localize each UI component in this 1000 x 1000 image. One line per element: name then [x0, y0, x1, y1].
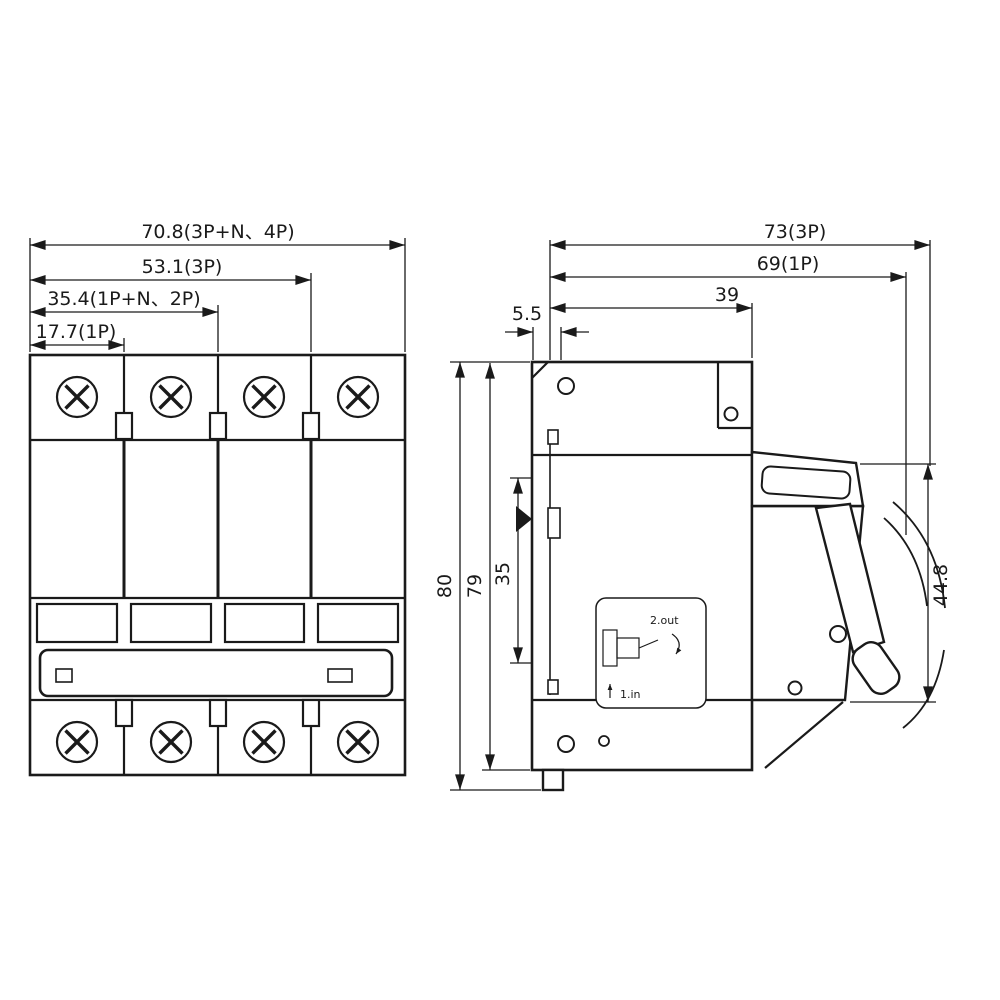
- toggle-knob: [851, 641, 901, 695]
- mount-hole: [557, 377, 575, 395]
- dim-height-total-label: 80: [434, 574, 456, 598]
- terminal-clamp: [301, 698, 321, 728]
- dim-height-body: [482, 363, 530, 771]
- dim-height-total: [450, 361, 541, 791]
- mount-instruction-label: 2.out 1.in: [595, 597, 707, 709]
- front-view: [28, 353, 407, 777]
- dim-rail-recess-label: 35: [492, 562, 514, 586]
- dim-rail-step-label: 5.5: [512, 303, 542, 325]
- front-bottom-terminals: [55, 698, 380, 775]
- dim-depth-3p-label: 73(3P): [764, 221, 827, 243]
- terminal-clamp: [208, 698, 228, 728]
- dim-width-3p-label: 53.1(3P): [142, 256, 223, 278]
- toggle-lever: [814, 502, 901, 695]
- terminal-clamp: [301, 411, 321, 441]
- front-bottom-chamfer: [764, 701, 844, 769]
- front-screw-hole: [829, 625, 847, 643]
- rail-spring-clip: [547, 507, 561, 539]
- din-clip-tab: [541, 768, 565, 792]
- dim-rail-recess: [510, 477, 531, 664]
- handle-motion-arcs: [883, 501, 946, 729]
- dim-width-4p-label: 70.8(3P+N、4P): [141, 221, 294, 243]
- front-pole-dividers: [122, 440, 313, 598]
- front-screw-hole: [787, 680, 803, 696]
- mount-hole: [723, 406, 739, 422]
- terminal-clamp: [114, 698, 134, 728]
- mount-hole: [557, 735, 575, 753]
- handle-slot: [55, 668, 73, 683]
- dim-width-1p-label: 17.7(1P): [36, 321, 117, 343]
- dim-front-height: [850, 463, 936, 703]
- rotate-arrow-icon: [671, 633, 682, 655]
- side-view: 2.out 1.in: [516, 360, 946, 792]
- side-top-chamfer: [531, 361, 549, 379]
- dim-rail-step: [505, 327, 589, 360]
- dim-front-height-label: 44.8: [930, 564, 952, 606]
- dim-depth-1p-label: 69(1P): [757, 253, 820, 275]
- mount-step-out-label: 2.out: [650, 614, 679, 627]
- mount-hole: [598, 735, 610, 747]
- front-dimensions: 70.8(3P+N、4P) 53.1(3P) 35.4(1P+N、2P) 17.…: [29, 221, 406, 352]
- handle-slot: [327, 668, 353, 683]
- mount-step-in-label: 1.in: [620, 688, 641, 701]
- dim-body-depth-label: 39: [715, 284, 739, 306]
- dim-width-2p-label: 35.4(1P+N、2P): [47, 288, 200, 310]
- front-handle-bar: [38, 648, 394, 698]
- din-rail-recess: [516, 429, 561, 695]
- dim-height-body-label: 79: [464, 574, 486, 598]
- handle-escutcheon: [750, 450, 865, 508]
- front-top-terminals: [55, 355, 380, 441]
- terminal-clamp: [114, 411, 134, 441]
- terminal-clamp: [208, 411, 228, 441]
- front-label-windows: [35, 602, 400, 644]
- side-dimensions: 73(3P) 69(1P) 39 5.5 80 79 35 44.8: [434, 221, 952, 791]
